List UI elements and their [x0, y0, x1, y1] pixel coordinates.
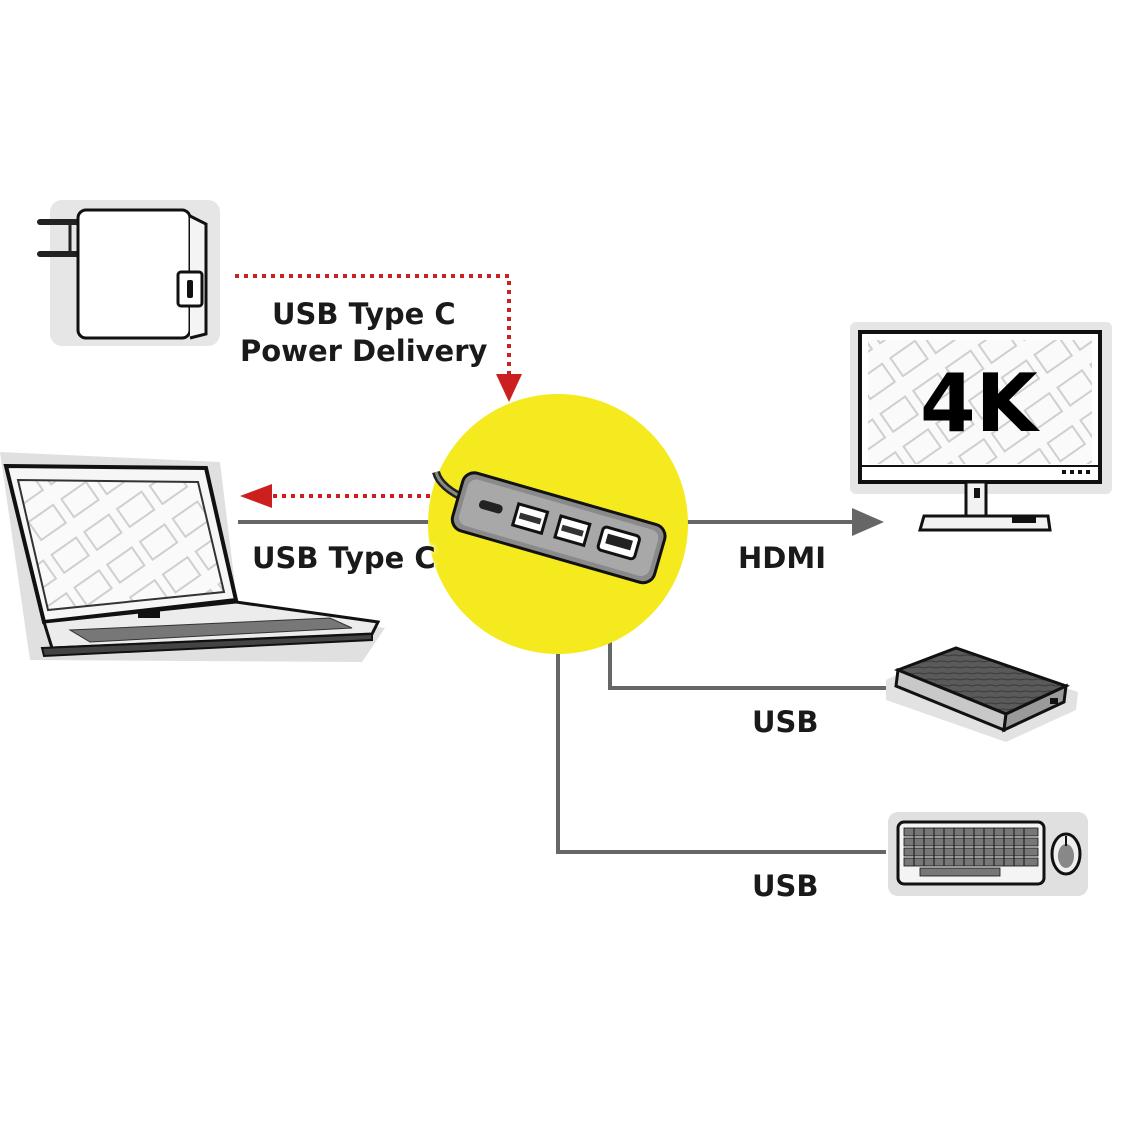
laptop-usb-c-label: USB Type C — [252, 541, 436, 575]
hdmi-label: HDMI — [738, 541, 826, 575]
usb-drive-line — [608, 640, 886, 690]
usb-keyboard-line — [556, 650, 886, 854]
laptop-icon — [0, 452, 385, 662]
usb-c-power-adapter-icon — [37, 200, 220, 346]
keyboard-and-mouse-icon — [888, 812, 1088, 896]
power-delivery-label-line2: Power Delivery — [240, 334, 488, 368]
4k-monitor-icon — [850, 322, 1112, 532]
usb-drive-label: USB — [752, 705, 819, 739]
external-hard-drive-icon — [886, 646, 1078, 742]
4k-badge: 4K — [920, 357, 1038, 450]
hdmi-arrowhead — [852, 508, 884, 536]
power-delivery-label-line1: USB Type C — [272, 297, 456, 331]
connector-lines — [235, 274, 886, 854]
power-delivery-arrowhead — [496, 374, 522, 402]
usb-keyboard-label: USB — [752, 869, 819, 903]
laptop-power-arrowhead — [240, 484, 272, 508]
power-delivery-line — [235, 274, 511, 385]
usb-c-hub-icon — [428, 394, 688, 654]
